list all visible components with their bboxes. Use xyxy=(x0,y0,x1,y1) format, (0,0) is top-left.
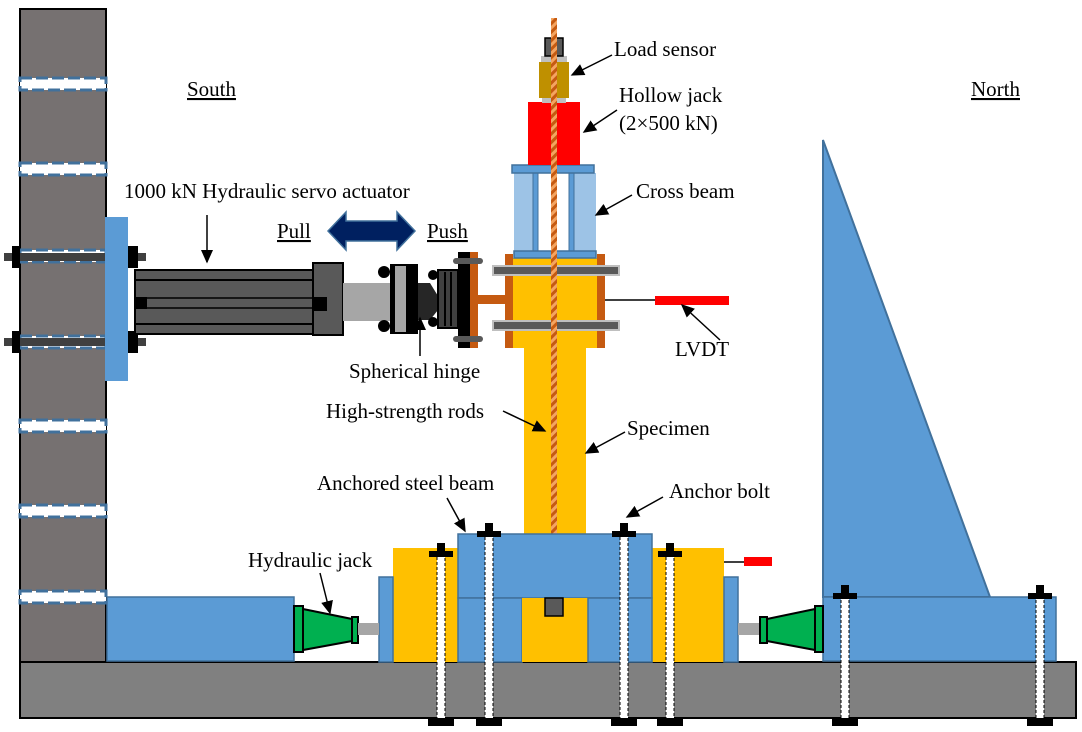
leader-arrows xyxy=(201,54,721,615)
north-reaction-frame xyxy=(822,139,1057,662)
hydraulic-servo-actuator xyxy=(134,262,418,336)
push-label: Push xyxy=(427,219,468,243)
south-base-block xyxy=(106,596,295,662)
lvdt-label: LVDT xyxy=(675,337,729,361)
anchor-bolt xyxy=(428,543,454,726)
hollow-jack-label: Hollow jack xyxy=(619,83,723,107)
anchor-bolt xyxy=(832,585,858,726)
high-strength-rods-label: High-strength rods xyxy=(326,399,484,423)
hydraulic-jack-north xyxy=(738,605,824,653)
hollow-jack-capacity-label: (2×500 kN) xyxy=(619,111,718,135)
spherical-hinge xyxy=(418,252,508,348)
anchor-bolt-label: Anchor bolt xyxy=(669,479,770,503)
north-label: North xyxy=(971,77,1020,101)
specimen-label: Specimen xyxy=(627,416,710,440)
hydraulic-jack-south xyxy=(293,605,379,653)
anchor-bolts xyxy=(428,523,1053,726)
reaction-wall xyxy=(18,8,108,663)
south-label: South xyxy=(187,77,237,101)
strong-floor xyxy=(19,661,1077,719)
hydraulic-jack-label: Hydraulic jack xyxy=(248,548,373,572)
actuator-label: 1000 kN Hydraulic servo actuator xyxy=(124,179,410,203)
pull-push-arrow xyxy=(326,210,417,252)
anchored-steel-beam-label: Anchored steel beam xyxy=(317,471,494,495)
spherical-hinge-label: Spherical hinge xyxy=(349,359,480,383)
lvdt-upper xyxy=(655,296,729,305)
anchor-bolt xyxy=(476,523,502,726)
pull-label: Pull xyxy=(277,219,311,243)
anchor-bolt xyxy=(611,523,637,726)
lvdt-lower xyxy=(744,557,772,566)
load-sensor-label: Load sensor xyxy=(614,37,716,61)
actuator-mount xyxy=(4,217,146,381)
high-strength-rod xyxy=(551,18,557,632)
cross-beam-label: Cross beam xyxy=(636,179,735,203)
anchor-bolt xyxy=(657,543,683,726)
anchor-bolt xyxy=(1027,585,1053,726)
